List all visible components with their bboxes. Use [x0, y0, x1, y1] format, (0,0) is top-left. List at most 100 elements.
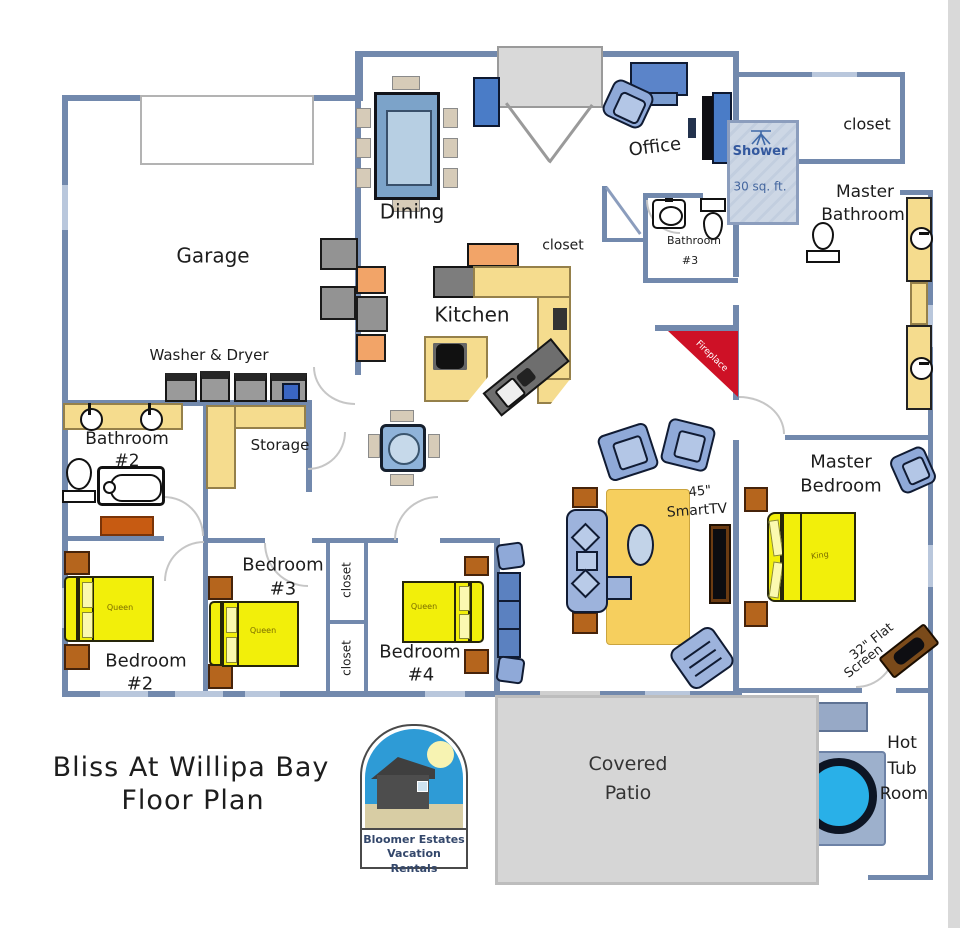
wall — [928, 190, 933, 692]
door-swing-arc — [394, 496, 438, 540]
door-swing-arc — [308, 432, 346, 470]
window-mark — [425, 691, 465, 697]
armchair — [495, 541, 526, 571]
door-swing-arc — [164, 496, 204, 536]
shower-stall — [727, 120, 799, 225]
kitchen-cabinet — [320, 286, 356, 320]
room-label-garage: Garage — [176, 243, 250, 268]
dining-chair — [443, 138, 458, 158]
nightstand — [464, 556, 489, 576]
washer-dryer-label: Washer & Dryer — [149, 346, 269, 365]
kitchen-cabinet — [356, 266, 386, 294]
wall — [203, 538, 208, 697]
kitchen-table — [380, 424, 426, 472]
wall — [737, 688, 862, 693]
room-label-bedroom3-2: #3 — [269, 578, 297, 600]
queen-bed — [78, 576, 154, 642]
room-label-bedroom2-2: #2 — [126, 673, 154, 695]
end-table — [572, 612, 598, 634]
room-label-bathroom2-1: Bathroom — [85, 429, 169, 450]
wall — [62, 400, 312, 406]
bathtub — [97, 466, 165, 506]
refrigerator — [433, 266, 475, 298]
queen-label-bedroom4: Queen — [410, 601, 438, 611]
wall — [643, 193, 648, 283]
bathroom2-vanity — [63, 403, 183, 431]
door-swing-arc — [313, 367, 355, 405]
dining-chair — [356, 168, 371, 188]
entry-door-leaf — [505, 102, 551, 162]
cooktop — [433, 343, 467, 370]
wall — [900, 72, 905, 164]
room-label-kitchen: Kitchen — [434, 302, 510, 327]
wall — [598, 51, 739, 57]
wall — [795, 159, 903, 164]
kitchen-chair — [428, 434, 440, 458]
wall — [928, 688, 933, 880]
foyer-bookcase — [473, 77, 500, 127]
room-label-closet-topright: closet — [843, 114, 891, 134]
dryer — [200, 371, 230, 402]
sofa-chaise — [606, 576, 632, 600]
room-label-master-bedroom-2: Bedroom — [800, 475, 882, 497]
scan-edge — [948, 0, 960, 928]
garage-door — [140, 95, 314, 165]
wall — [326, 620, 368, 624]
queen-bed — [402, 581, 470, 643]
room-label-bedroom3-1: Bedroom — [242, 554, 324, 576]
house-window — [417, 781, 428, 792]
toilet-icon — [66, 458, 92, 490]
toilet-icon — [812, 222, 834, 250]
wall — [355, 51, 363, 101]
dining-chair — [356, 108, 371, 128]
patio-label-2: Patio — [604, 782, 652, 805]
entry-double-door — [497, 46, 603, 108]
dining-chair — [443, 108, 458, 128]
window-mark — [812, 72, 857, 77]
wall — [868, 875, 933, 880]
logo-caption-line2: Vacation Rentals — [387, 847, 441, 875]
wall — [733, 440, 739, 695]
laundry-unit — [270, 373, 307, 402]
coffee-table — [627, 524, 654, 566]
wall — [357, 51, 499, 57]
microwave — [553, 308, 567, 330]
armchair — [595, 421, 661, 483]
wall — [900, 190, 933, 195]
wall — [203, 403, 208, 541]
room-label-bathroom3-1: Bathroom — [666, 234, 722, 248]
washer — [165, 373, 197, 402]
hot-tub-label-3: Room — [879, 784, 929, 805]
dining-chair — [443, 168, 458, 188]
patio-door-mark — [540, 691, 600, 697]
wall — [62, 95, 142, 101]
storage-counter — [206, 405, 236, 489]
desk-keyboard — [688, 118, 696, 138]
queen-bed — [222, 601, 299, 667]
vanity-cabinet — [906, 197, 933, 282]
room-label-storage: Storage — [250, 436, 310, 455]
dining-chair — [356, 138, 371, 158]
toilet-icon — [703, 212, 723, 240]
armchair — [659, 416, 717, 474]
tall-dresser — [497, 572, 521, 658]
wall — [62, 95, 68, 697]
kitchen-cabinet — [320, 238, 358, 270]
toilet-icon — [806, 250, 840, 263]
nightstand — [208, 576, 233, 600]
queen-label-bedroom3: Queen — [249, 625, 277, 635]
hot-tub-label-1: Hot — [887, 733, 917, 754]
laundry-unit — [234, 373, 267, 402]
end-table — [572, 487, 598, 508]
vanity-connector — [910, 282, 928, 325]
wall — [364, 538, 368, 695]
wall — [355, 95, 361, 375]
smart-tv-label-2: SmartTV — [666, 500, 728, 521]
smart-tv-label-1: 45" — [687, 483, 712, 501]
logo: Bloomer Estates Vacation Rentals — [360, 724, 468, 875]
nightstand — [744, 487, 768, 512]
queen-label-bedroom2: Queen — [106, 602, 134, 612]
bath-mat — [100, 516, 154, 536]
queen-bed-headboard — [64, 576, 78, 642]
